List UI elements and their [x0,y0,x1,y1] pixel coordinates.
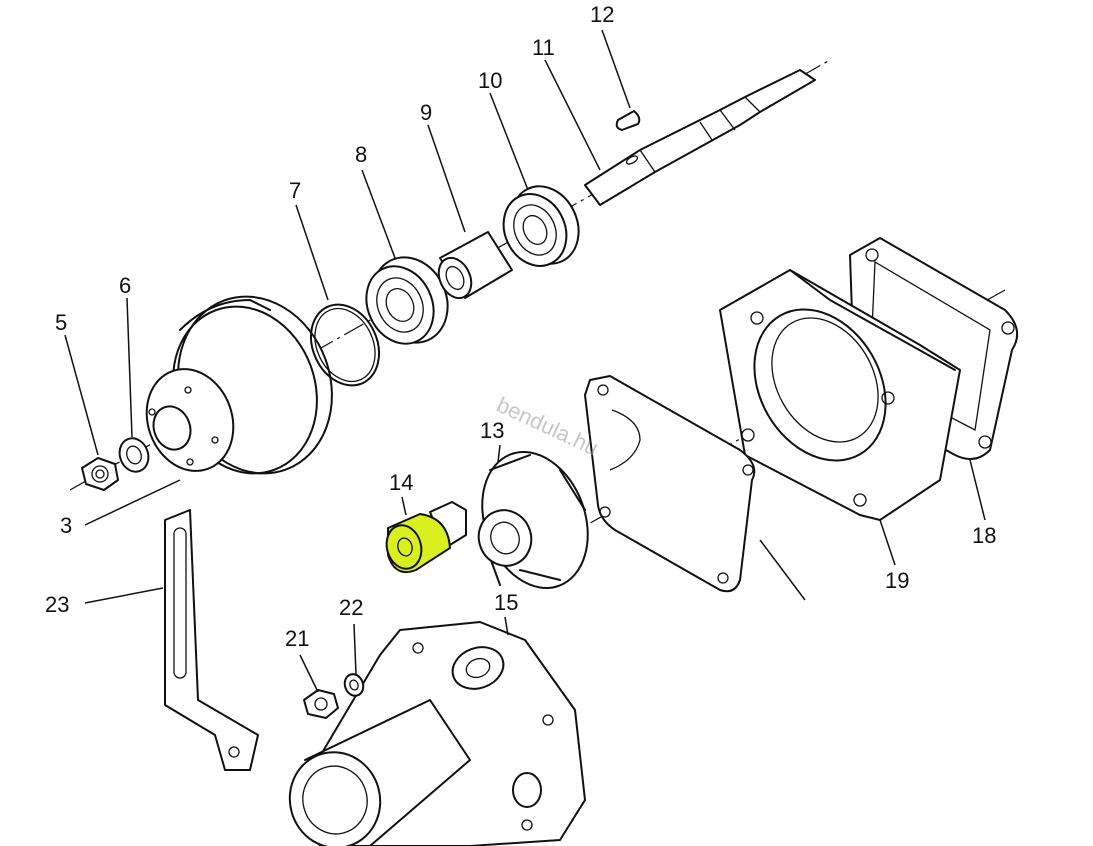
label-19: 19 [885,568,909,593]
bearing-8[interactable] [354,245,461,355]
label-8: 8 [355,142,367,167]
spacer-9[interactable] [433,231,513,303]
label-11: 11 [532,35,555,60]
seal-14-face [385,524,423,570]
label-15: 15 [494,590,518,615]
label-13: 13 [480,418,504,443]
label-6: 6 [119,273,131,298]
label-12: 12 [590,2,614,27]
circlip-7[interactable] [298,293,392,396]
label-3: 3 [60,513,72,538]
bearing-10[interactable] [492,175,591,276]
washer-22[interactable] [342,672,366,699]
key-12[interactable] [615,110,641,131]
label-14: 14 [389,470,413,495]
label-22: 22 [339,595,363,620]
leader-lines [64,29,986,693]
label-21: 21 [285,626,309,651]
label-18: 18 [972,523,996,548]
nut-21[interactable] [303,689,339,719]
pulley-3[interactable] [133,275,357,495]
shaft-11[interactable] [584,69,816,206]
label-23: 23 [45,592,69,617]
washer-6[interactable] [115,434,153,476]
impeller-13[interactable] [464,437,606,603]
seal-14[interactable] [382,501,467,574]
label-10: 10 [478,68,502,93]
bracket-23[interactable] [164,509,259,771]
label-9: 9 [420,100,432,125]
label-5: 5 [55,310,67,335]
nut-5[interactable] [81,457,119,491]
gasket-plate[interactable] [584,375,756,593]
cover-15[interactable] [279,621,586,846]
label-7: 7 [289,178,301,203]
housing-19[interactable] [719,269,961,521]
